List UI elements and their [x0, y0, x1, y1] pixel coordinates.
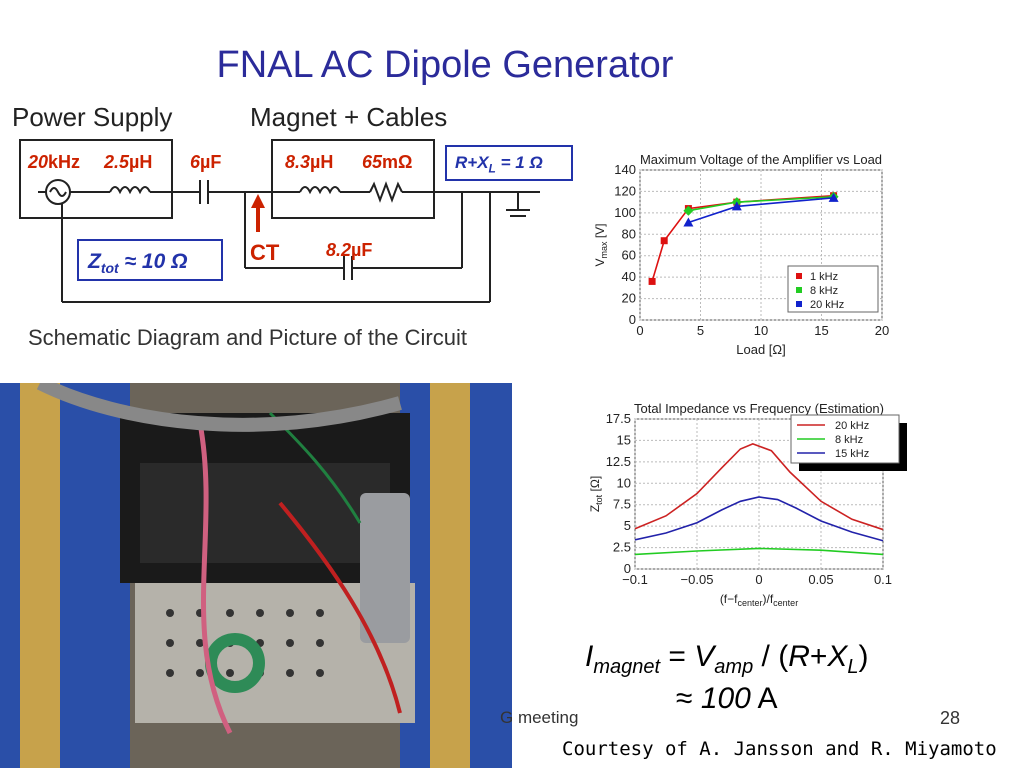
y-tick-label: 15: [617, 432, 631, 447]
y-tick-label: 17.5: [606, 411, 631, 426]
x-tick-label: 0: [755, 572, 762, 587]
y-tick-label: 80: [622, 226, 636, 241]
magnet-current-formula: Imagnet = Vamp / (R+XL): [585, 640, 869, 678]
data-point: [683, 205, 694, 216]
resistor-icon: [369, 181, 403, 203]
legend-label: 20 kHz: [835, 420, 869, 432]
courtesy-note: Courtesy of A. Jansson and R. Miyamoto: [562, 738, 997, 760]
x-tick-label: 0.05: [808, 572, 833, 587]
y-axis-label: Ztot [Ω]: [588, 476, 604, 512]
page-title: FNAL AC Dipole Generator: [216, 44, 674, 86]
ps-capacitance-label: 6µF: [190, 152, 222, 172]
legend-marker: [796, 287, 802, 293]
y-tick-label: 60: [622, 248, 636, 263]
power-supply-label: Power Supply: [12, 102, 173, 132]
x-tick-label: 5: [697, 323, 704, 338]
y-tick-label: 5: [624, 518, 631, 533]
legend-label: 15 kHz: [835, 448, 869, 460]
y-tick-label: 2.5: [613, 540, 631, 555]
bottom-capacitance-label: 8.2µF: [326, 240, 373, 260]
x-axis-label: Load [Ω]: [736, 342, 785, 357]
ps-inductor-icon: [109, 186, 151, 195]
magnet-cables-label: Magnet + Cables: [250, 102, 448, 132]
x-tick-label: 0.1: [874, 572, 892, 587]
x-tick-label: −0.05: [681, 572, 714, 587]
series-line: [634, 496, 884, 542]
data-point: [683, 217, 694, 227]
y-tick-label: 120: [614, 183, 636, 198]
y-tick-label: 12.5: [606, 454, 631, 469]
y-tick-label: 7.5: [613, 497, 631, 512]
series-line: [634, 442, 884, 531]
legend-marker: [796, 301, 802, 307]
x-axis-label: (f−fcenter)/fcenter: [720, 592, 798, 608]
y-tick-label: 100: [614, 205, 636, 220]
y-tick-label: 0: [624, 561, 631, 576]
series-line: [634, 547, 884, 556]
x-tick-label: 20: [875, 323, 889, 338]
legend-label: 20 kHz: [810, 299, 844, 311]
x-tick-label: −0.1: [622, 572, 648, 587]
data-point: [731, 201, 742, 211]
chart-title: Maximum Voltage of the Amplifier vs Load: [640, 152, 882, 167]
legend-label: 1 kHz: [810, 271, 838, 283]
y-tick-label: 0: [629, 312, 636, 327]
data-point: [660, 237, 668, 245]
magnet-resistance-label: 65mΩ: [362, 152, 413, 172]
source-frequency-label: 20kHz: [28, 152, 81, 172]
magnet-inductor-icon: [299, 186, 341, 195]
y-tick-label: 40: [622, 269, 636, 284]
x-tick-label: 15: [814, 323, 828, 338]
magnet-box: [271, 139, 435, 219]
magnet-current-value: ≈ 100 A: [676, 682, 778, 715]
legend-label: 8 kHz: [835, 434, 863, 446]
x-tick-label: 10: [754, 323, 768, 338]
ps-inductance-label: 2.5µH: [104, 152, 153, 172]
y-tick-label: 140: [614, 162, 636, 177]
legend-marker: [796, 273, 802, 279]
chart-legend: [787, 265, 879, 313]
power-supply-box: [19, 139, 173, 219]
z-total-label: Ztot ≈ 10 Ω: [88, 250, 188, 277]
circuit-photo: [0, 383, 512, 768]
data-point: [828, 192, 839, 202]
circuit-schematic: [19, 139, 573, 303]
magnet-inductance-label: 8.3µH: [285, 152, 334, 172]
chart-title: Total Impedance vs Frequency (Estimation…: [634, 401, 884, 416]
legend-label: 8 kHz: [810, 285, 838, 297]
data-point: [648, 277, 656, 285]
y-axis-label: Vmax [V]: [593, 223, 609, 266]
page-number: 28: [940, 708, 961, 728]
meeting-label: G meeting: [500, 708, 579, 727]
max-voltage-chart: Maximum Voltage of the Amplifier vs Load…: [593, 152, 889, 357]
schematic-caption: Schematic Diagram and Picture of the Cir…: [28, 325, 467, 350]
r-plus-xl-label: R+XL = 1 Ω: [455, 153, 543, 176]
x-tick-label: 0: [636, 323, 643, 338]
total-impedance-chart: Total Impedance vs Frequency (Estimation…: [588, 401, 907, 608]
y-tick-label: 10: [617, 475, 631, 490]
ct-label: CT: [250, 240, 280, 265]
y-tick-label: 20: [622, 291, 636, 306]
